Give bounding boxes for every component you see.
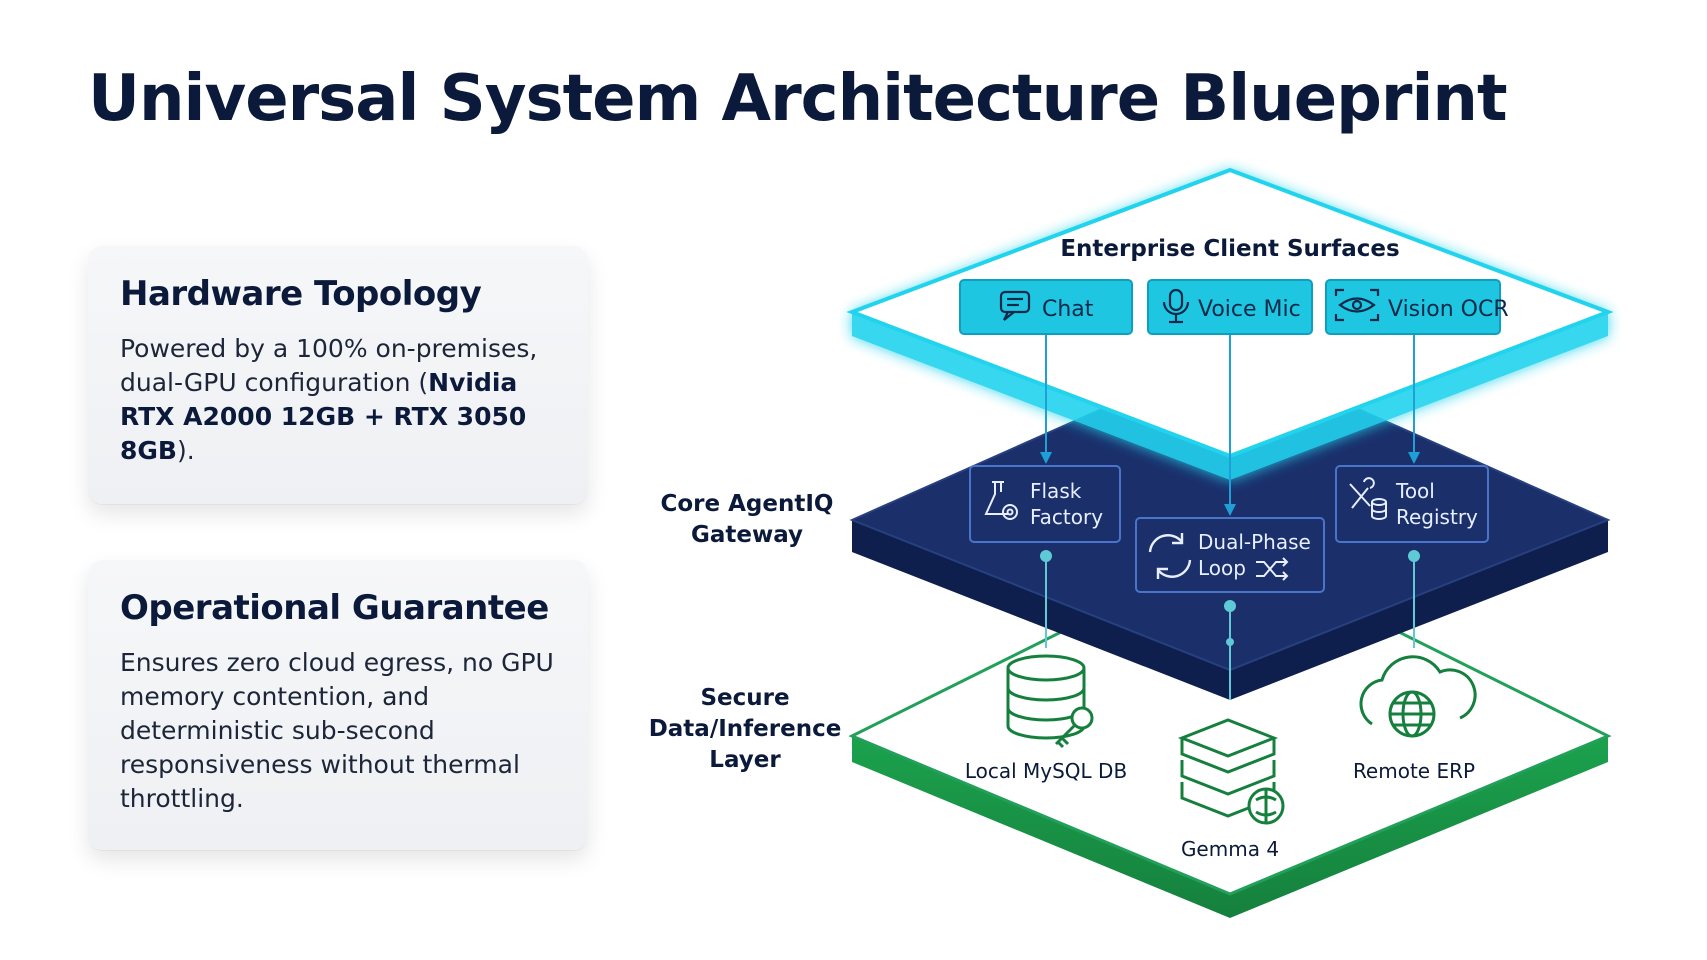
shuffle-icon: [1256, 557, 1289, 581]
refresh-cycle-icon: [1148, 533, 1192, 579]
gemma-label: Gemma 4: [1181, 837, 1279, 861]
erp-label: Remote ERP: [1353, 759, 1475, 783]
gateway-flask-factory-box[interactable]: Flask Factory: [969, 465, 1121, 543]
label-line: Gateway: [690, 522, 804, 548]
client-voice-mic-button[interactable]: Voice Mic: [1147, 279, 1313, 335]
card-title: Operational Guarantee: [120, 588, 549, 628]
page-title: Universal System Architecture Blueprint: [88, 62, 1508, 136]
body-text: Powered by a 100% on-premises, dual-GPU …: [120, 334, 538, 397]
gateway-tool-registry-box[interactable]: Tool Registry: [1335, 465, 1489, 543]
operational-guarantee-card: Operational Guarantee Ensures zero cloud…: [88, 560, 588, 850]
vision-ocr-label: Vision OCR: [1388, 297, 1509, 322]
body-text-end: ).: [176, 436, 195, 465]
client-vision-ocr-button[interactable]: Vision OCR: [1325, 279, 1509, 335]
flask-factory-line1: Flask: [1030, 479, 1082, 503]
card-body: Powered by a 100% on-premises, dual-GPU …: [120, 332, 558, 468]
label-line: Core AgentIQ: [660, 491, 834, 517]
label-line: Layer: [709, 747, 781, 773]
server-brain-icon: [1177, 718, 1285, 825]
chat-icon: [999, 290, 1031, 321]
flask-gear-icon: [984, 481, 1018, 520]
label-line: Secure: [700, 685, 790, 711]
data-layer-label: Secure Data/Inference Layer: [645, 683, 845, 776]
client-chat-button[interactable]: Chat: [959, 279, 1133, 335]
client-gateway-connectors: [1040, 334, 1420, 516]
dual-phase-loop-line1: Dual-Phase: [1198, 530, 1311, 554]
data-mysql-item[interactable]: Local MySQL DB: [965, 654, 1127, 783]
dual-phase-loop-line2: Loop: [1198, 556, 1246, 580]
tool-registry-line1: Tool: [1395, 479, 1435, 503]
label-line: Data/Inference: [648, 716, 842, 742]
gateway-data-connectors: [1040, 550, 1420, 700]
chat-label: Chat: [1042, 297, 1094, 322]
gateway-layer-label: Core AgentIQ Gateway: [652, 489, 842, 551]
card-body: Ensures zero cloud egress, no GPU memory…: [120, 648, 554, 813]
flask-factory-line2: Factory: [1030, 505, 1103, 529]
card-title: Hardware Topology: [120, 274, 482, 314]
mysql-label: Local MySQL DB: [965, 759, 1127, 783]
data-gemma-item[interactable]: Gemma 4: [1177, 718, 1285, 861]
voice-mic-label: Voice Mic: [1198, 297, 1301, 322]
cloud-globe-icon: [1359, 655, 1477, 738]
data-erp-item[interactable]: Remote ERP: [1353, 655, 1477, 783]
tools-database-icon: [1349, 477, 1387, 520]
gpu-spec: Nvidia RTX A2000 12GB + RTX 3050 8GB: [120, 368, 527, 465]
gateway-dual-phase-loop-box[interactable]: Dual-Phase Loop: [1135, 517, 1325, 593]
eye-icon: [1334, 288, 1380, 322]
tool-registry-line2: Registry: [1396, 505, 1478, 529]
client-layer-title: Enterprise Client Surfaces: [1060, 236, 1399, 262]
microphone-icon: [1162, 288, 1190, 324]
hardware-topology-card: Hardware Topology Powered by a 100% on-p…: [88, 246, 588, 504]
database-key-icon: [1006, 654, 1094, 749]
